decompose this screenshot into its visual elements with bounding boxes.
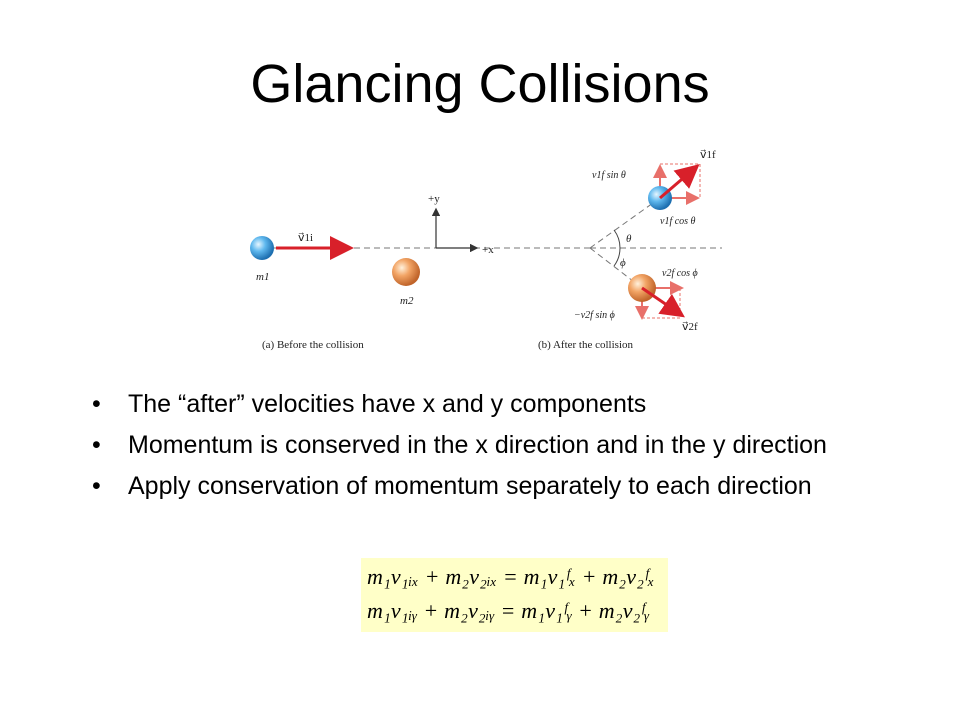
label-plus-x: +x [482,244,494,256]
caption-before: (a) Before the collision [262,339,364,351]
bullet-text: The “after” velocities have x and y comp… [128,390,647,418]
ball1-trajectory [589,197,661,249]
ball-m2-before [392,258,420,286]
slide-title: Glancing Collisions [250,54,710,114]
label-v1f-sin: v1f sin θ [592,170,626,181]
theta-arc [613,229,621,249]
label-v1f-cos: v1f cos θ [660,216,696,227]
bullet-text: Momentum is conserved in the x direction… [128,431,827,459]
label-v2f: v⃗2f [682,321,698,333]
velocity-v1f-arrow [659,164,700,200]
ball-m1-before [250,236,274,260]
label-m2: m2 [400,295,414,307]
label-v1i: v⃗1i [298,232,313,244]
bullet-list: • The “after” velocities have x and y co… [92,390,882,513]
bullet-item: • Momentum is conserved in the x directi… [92,431,882,460]
label-theta: θ [626,233,632,245]
bullet-item: • Apply conservation of momentum separat… [92,472,882,501]
bullet-text: Apply conservation of momentum separatel… [128,472,812,500]
bullet-dot: • [92,390,101,418]
label-v1f: v⃗1f [700,149,716,161]
bullet-dot: • [92,431,101,459]
equation-x: m₁v₁ᵢₓ + m₂v₂ᵢₓ = m₁v₁ᶠₓ + m₂v₂ᶠₓ [367,564,655,589]
equation-box: m₁v₁ᵢₓ + m₂v₂ᵢₓ = m₁v₁ᶠₓ + m₂v₂ᶠₓ m₁v₁ᵢᵧ… [361,558,668,632]
phi-arc [613,247,621,267]
bullet-dot: • [92,472,101,500]
label-plus-y: +y [428,193,440,205]
label-v2f-cos: v2f cos ϕ [662,268,698,279]
label-m1: m1 [256,271,269,283]
bullet-item: • The “after” velocities have x and y co… [92,390,882,419]
caption-after: (b) After the collision [538,339,634,351]
collision-figure: v⃗1i m1 m2 +y +x θ ϕ v⃗1f v1f sin θ v1f … [250,149,722,351]
velocity-v2f-arrow [641,286,685,318]
equation-y: m₁v₁ᵢᵧ + m₂v₂ᵢᵧ = m₁v₁ᶠᵧ + m₂v₂ᶠᵧ [367,598,650,623]
label-neg-v2f-sin: −v2f sin ϕ [574,310,615,321]
label-phi: ϕ [620,257,626,269]
